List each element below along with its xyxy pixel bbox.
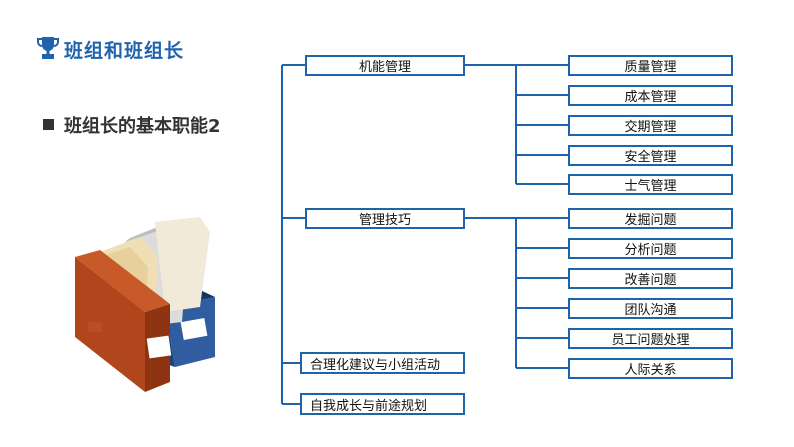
node-find-problems: 发掘问题: [568, 208, 733, 229]
page-title: 班组和班组长: [64, 40, 185, 62]
node-safety-management: 安全管理: [568, 145, 733, 166]
node-quality-management: 质量管理: [568, 55, 733, 76]
node-improve-problems: 改善问题: [568, 268, 733, 289]
node-employee-issue-handling: 员工问题处理: [568, 328, 733, 349]
section-subtitle: 班组长的基本职能2: [64, 116, 221, 137]
node-team-communication: 团队沟通: [568, 298, 733, 319]
node-management-skills: 管理技巧: [305, 208, 465, 229]
file-boxes-icon: [75, 217, 215, 392]
node-function-management: 机能管理: [305, 55, 465, 76]
node-analyze-problems: 分析问题: [568, 238, 733, 259]
node-suggestions-group-activities: 合理化建议与小组活动: [300, 352, 465, 374]
node-morale-management: 士气管理: [568, 174, 733, 195]
trophy-icon: [37, 37, 59, 59]
node-interpersonal-relations: 人际关系: [568, 358, 733, 379]
node-self-growth-planning: 自我成长与前途规划: [300, 393, 465, 415]
node-delivery-management: 交期管理: [568, 115, 733, 136]
bullet-square-icon: [43, 119, 54, 130]
node-cost-management: 成本管理: [568, 85, 733, 106]
